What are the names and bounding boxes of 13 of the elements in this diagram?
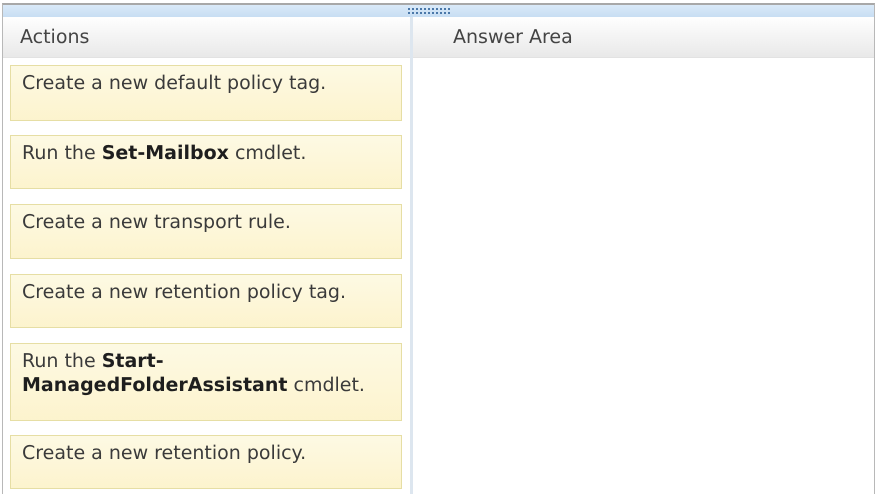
- action-text: Run the Start-ManagedFolderAssistant cmdlet.: [22, 349, 366, 397]
- action-card: [10, 135, 402, 189]
- actions-panel: [3, 17, 413, 494]
- action-card: [10, 65, 402, 121]
- action-text: Create a new retention policy tag.: [22, 280, 348, 304]
- action-text: Run the Set-Mailbox cmdlet.: [22, 141, 308, 165]
- action-card: [10, 274, 402, 328]
- action-card: [10, 204, 402, 259]
- action-text: Create a new default policy tag.: [22, 71, 328, 95]
- action-text: Create a new retention policy.: [22, 441, 308, 465]
- action-card: [10, 435, 402, 489]
- action-card: [10, 343, 402, 421]
- action-text: Create a new transport rule.: [22, 210, 292, 234]
